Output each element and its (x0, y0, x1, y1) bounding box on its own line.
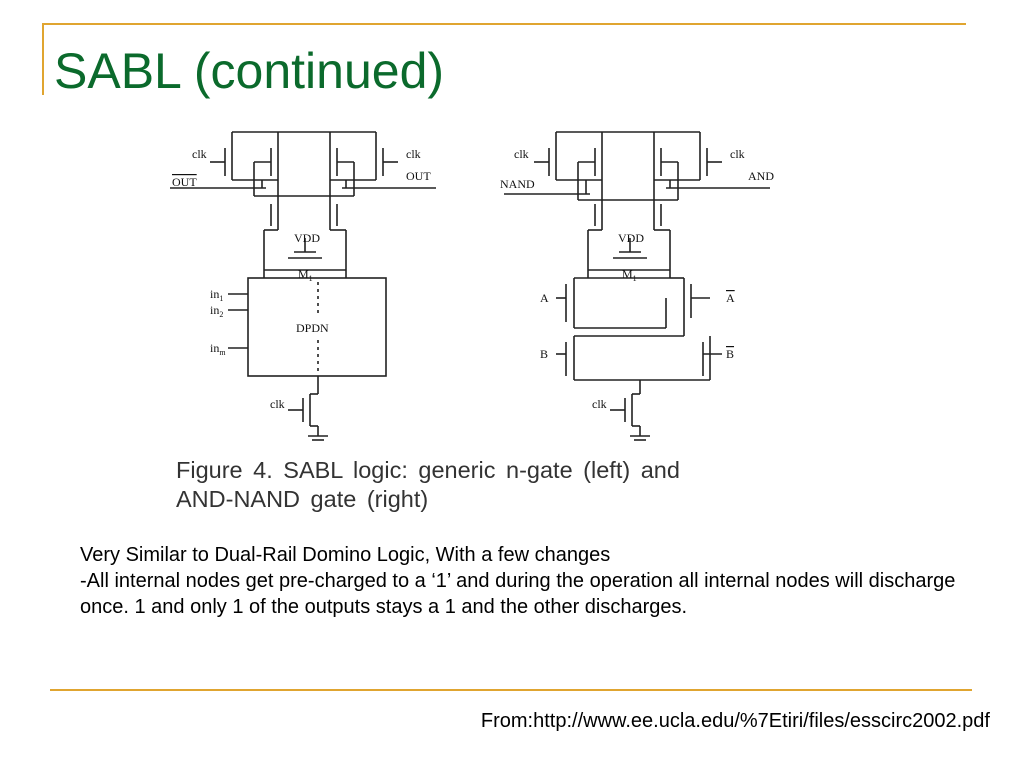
left-clk-bottom-label: clk (270, 397, 285, 411)
slide-title: SABL (continued) (54, 43, 445, 99)
nand-label: NAND (500, 177, 535, 191)
sabl-circuit-diagram: clk clk OUT OUT VDD M1 in1 in2 inm DPDN … (170, 131, 774, 441)
body-line1: Very Similar to Dual-Rail Domino Logic, … (80, 544, 611, 566)
right-vdd-label: VDD (618, 231, 644, 245)
left-vdd-label: VDD (294, 231, 320, 245)
left-inm-label: inm (210, 341, 226, 357)
source-citation: From:http://www.ee.ucla.edu/%7Etiri/file… (480, 710, 990, 732)
body-text: Very Similar to Dual-Rail Domino Logic, … (80, 542, 980, 620)
left-in2-label: in2 (210, 303, 223, 319)
top-rule (42, 23, 966, 25)
figure-caption-line2: AND-NAND gate (right) (176, 486, 429, 512)
b-bar-label: B (726, 347, 734, 361)
figure-caption-line1: Figure 4. SABL logic: generic n-gate (le… (176, 457, 680, 483)
left-out-bar-label: OUT (172, 175, 197, 189)
circuit-figure: clk clk OUT OUT VDD M1 in1 in2 inm DPDN … (170, 118, 810, 528)
left-m1-label: M1 (298, 267, 313, 283)
left-in1-label: in1 (210, 287, 223, 303)
right-clk-right-label: clk (730, 147, 745, 161)
a-bar-label: A (726, 291, 735, 305)
right-m1-label: M1 (622, 267, 637, 283)
b-label: B (540, 347, 548, 361)
bottom-rule (50, 689, 972, 691)
left-circuit-labels: clk clk OUT OUT VDD M1 in1 in2 inm DPDN … (172, 147, 431, 411)
and-label: AND (748, 169, 774, 183)
right-clk-label: clk (514, 147, 529, 161)
figure-caption: Figure 4. SABL logic: generic n-gate (le… (176, 456, 816, 514)
left-clk-right-label: clk (406, 147, 421, 161)
right-circuit (504, 131, 770, 441)
a-label: A (540, 291, 549, 305)
left-circuit (170, 131, 436, 441)
right-circuit-labels: clk clk NAND AND VDD M1 A A B B clk (500, 147, 774, 411)
left-rule (42, 23, 44, 95)
right-clk-bottom-label: clk (592, 397, 607, 411)
dpdn-label: DPDN (296, 321, 329, 335)
left-clk-label: clk (192, 147, 207, 161)
left-out-label: OUT (406, 169, 431, 183)
body-line2: -All internal nodes get pre-charged to a… (80, 570, 956, 618)
